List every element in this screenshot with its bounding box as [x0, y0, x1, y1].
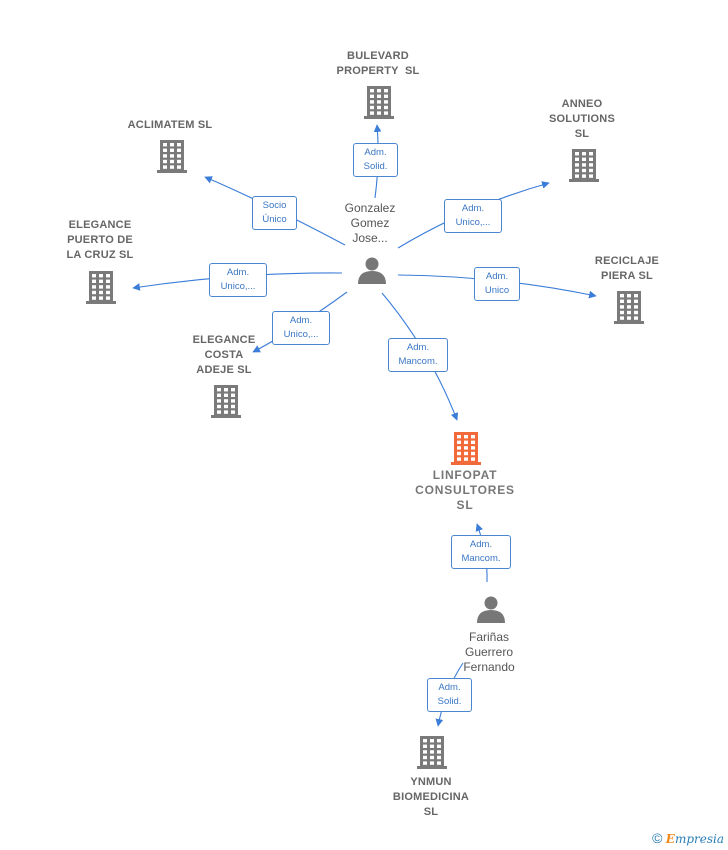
relation-label-ynmun[interactable]: Adm. Solid. — [427, 678, 472, 712]
relation-label-elegance-costa[interactable]: Adm. Unico,... — [272, 311, 330, 345]
relation-label-reciclaje[interactable]: Adm. Unico — [474, 267, 520, 301]
person-label-farinas[interactable]: Fariñas Guerrero Fernando — [463, 630, 515, 674]
farinas-person-icon[interactable] — [477, 596, 505, 624]
reciclaje-building-icon[interactable] — [614, 291, 644, 324]
bulevard-building-icon[interactable] — [364, 86, 394, 119]
relation-label-elegance-puerto[interactable]: Adm. Unico,... — [209, 263, 267, 297]
company-label-elegance-costa[interactable]: ELEGANCE COSTA ADEJE SL — [192, 334, 256, 376]
empresia-watermark[interactable]: © Empresia — [652, 830, 724, 846]
linfopat-building-icon[interactable] — [451, 432, 481, 465]
empresia-logo-text: mpresia — [674, 832, 724, 846]
elegance-puerto-building-icon[interactable] — [86, 271, 116, 304]
company-label-ynmun[interactable]: YNMUN BIOMEDICINA SL — [392, 776, 470, 818]
person-label-gonzalez[interactable]: Gonzalez Gomez Jose... — [344, 201, 396, 245]
relation-label-linfopat-gonzalez[interactable]: Adm. Mancom. — [388, 338, 448, 372]
aclimatem-building-icon[interactable] — [157, 140, 187, 173]
company-label-aclimatem[interactable]: ACLIMATEM SL — [127, 119, 213, 131]
relation-label-aclimatem[interactable]: Socio Único — [252, 196, 297, 230]
company-label-elegance-puerto[interactable]: ELEGANCE PUERTO DE LA CRUZ SL — [66, 219, 134, 261]
relation-label-linfopat-farinas[interactable]: Adm. Mancom. — [451, 535, 511, 569]
company-label-reciclaje[interactable]: RECICLAJE PIERA SL — [594, 255, 660, 282]
company-label-linfopat[interactable]: LINFOPAT CONSULTORES SL — [415, 468, 515, 512]
empresia-logo-initial: E — [665, 832, 675, 846]
relation-label-anneo[interactable]: Adm. Unico,... — [444, 199, 502, 233]
ynmun-building-icon[interactable] — [417, 736, 447, 769]
company-label-anneo[interactable]: ANNEO SOLUTIONS SL — [549, 98, 615, 140]
elegance-costa-building-icon[interactable] — [211, 385, 241, 418]
relation-label-bulevard[interactable]: Adm. Solid. — [353, 143, 398, 177]
anneo-building-icon[interactable] — [569, 149, 599, 182]
gonzalez-person-icon[interactable] — [358, 257, 386, 285]
company-label-bulevard[interactable]: BULEVARD PROPERTY SL — [336, 50, 420, 77]
copyright-icon: © — [652, 830, 663, 846]
